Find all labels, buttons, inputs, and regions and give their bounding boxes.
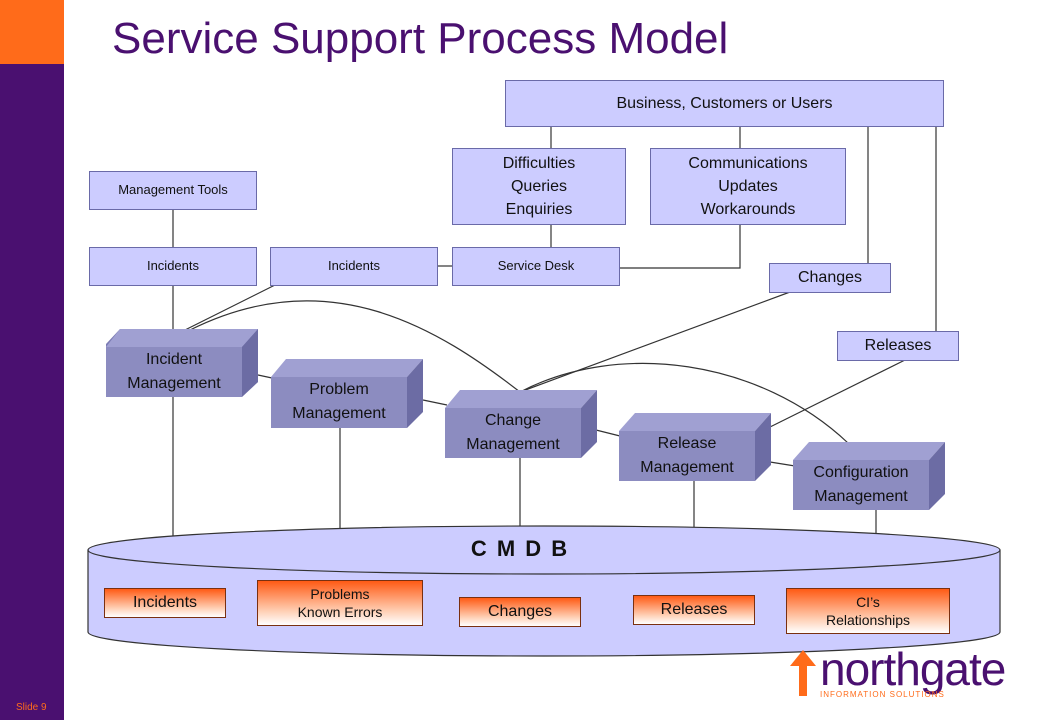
- release-management-label: Release Management: [640, 435, 734, 476]
- cmdb-releases-box: Releases: [633, 595, 755, 625]
- problem-management-label: Problem Management: [292, 381, 386, 422]
- business-customers-users-box: Business, Customers or Users: [505, 80, 944, 127]
- incidents-box-middle: Incidents: [270, 247, 438, 286]
- configuration-management-label: Configuration Management: [813, 464, 909, 505]
- cmdb-incidents-box: Incidents: [104, 588, 226, 618]
- communications-box: Communications Updates Workarounds: [650, 148, 846, 225]
- sidebar-accent: [0, 0, 64, 64]
- change-management-label: Change Management: [466, 412, 560, 453]
- northgate-logo-wordmark: northgate: [820, 643, 1006, 695]
- changes-box-top: Changes: [769, 263, 891, 293]
- cmdb-problems-box: Problems Known Errors: [257, 580, 423, 626]
- process-shapes: [106, 329, 945, 510]
- northgate-logo-tagline: INFORMATION SOLUTIONS: [820, 690, 945, 699]
- incidents-box-left: Incidents: [89, 247, 257, 286]
- cmdb-label: C M D B: [470, 536, 570, 561]
- management-tools-box: Management Tools: [89, 171, 257, 210]
- incident-management-label: Incident Management: [127, 351, 221, 392]
- service-desk-box: Service Desk: [452, 247, 620, 286]
- cmdb-cis-box: CI’s Relationships: [786, 588, 950, 634]
- difficulties-box: Difficulties Queries Enquiries: [452, 148, 626, 225]
- logo-arrow-icon: [790, 650, 816, 696]
- page-title: Service Support Process Model: [112, 14, 729, 63]
- slide-number: Slide 9: [16, 702, 47, 713]
- sidebar-band: [0, 0, 64, 720]
- releases-box-top: Releases: [837, 331, 959, 361]
- cmdb-changes-box: Changes: [459, 597, 581, 627]
